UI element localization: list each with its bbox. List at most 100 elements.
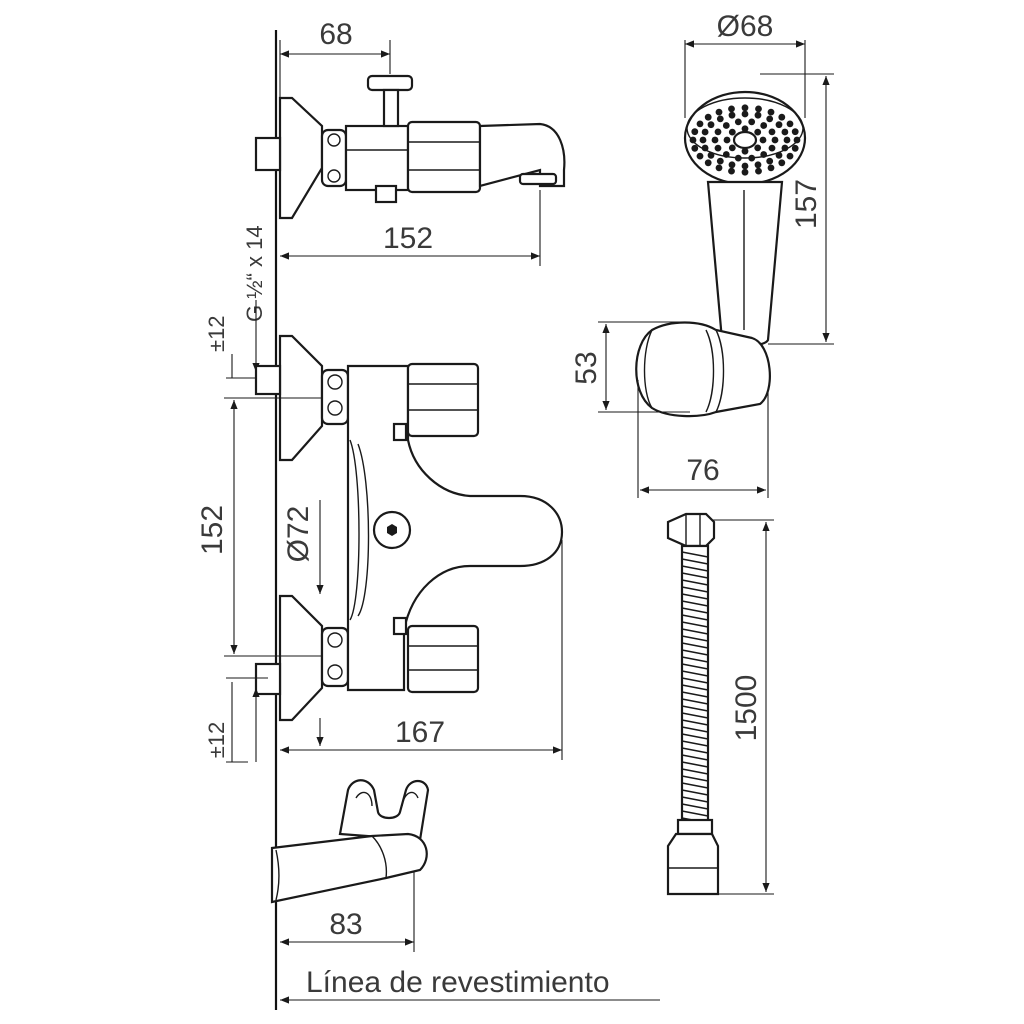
nozzle-hole: [711, 136, 719, 144]
nozzle-hole: [741, 168, 749, 176]
hose-coil: [681, 677, 709, 684]
nozzle-hole: [754, 144, 762, 152]
nozzle-hole: [701, 128, 709, 136]
nozzle-hole: [728, 105, 735, 113]
hose-coil: [681, 579, 709, 586]
nozzle-hole: [760, 122, 768, 129]
nozzle-hole: [734, 154, 742, 162]
wall-line-label: Línea de revestimiento: [306, 966, 610, 999]
nozzle-hole: [755, 167, 762, 175]
hose-coil: [681, 726, 709, 733]
nozzle-hole: [728, 167, 735, 175]
nozzle-hole: [701, 144, 709, 152]
dim-shower-head-diameter: Ø68: [717, 10, 774, 43]
dim-shower-length: 157: [790, 179, 823, 229]
nozzle-hole: [699, 136, 707, 144]
nozzle-hole: [691, 144, 699, 152]
hose-coil: [681, 698, 709, 705]
nozzle-hole: [728, 128, 736, 136]
hose-coil: [681, 600, 709, 607]
hose-coil: [681, 691, 709, 698]
nozzle-hole: [786, 120, 794, 128]
hand-shower: [683, 90, 807, 348]
hose-coil: [681, 768, 709, 775]
nozzle-hole: [775, 151, 783, 159]
nozzle-hole: [696, 152, 704, 160]
nozzle-hole: [778, 159, 786, 167]
nozzle-hole: [722, 122, 730, 129]
hose-coil: [681, 761, 709, 768]
hose-coil: [681, 663, 709, 670]
nozzle-hole: [783, 136, 791, 144]
nozzle-hole: [760, 151, 768, 158]
nozzle-hole: [691, 128, 699, 136]
hose-coil: [681, 810, 709, 817]
nozzle-hole: [722, 151, 730, 158]
nozzle-hole: [786, 152, 794, 160]
nozzle-hole: [781, 144, 789, 152]
hose-coil: [681, 593, 709, 600]
hose-coil: [681, 719, 709, 726]
nozzle-hole: [767, 108, 775, 116]
nozzle-hole: [741, 110, 749, 118]
hose-coil: [681, 782, 709, 789]
dim-spout-top-width: 68: [319, 18, 352, 51]
nozzle-hole: [707, 151, 715, 159]
hose-coil: [681, 649, 709, 656]
dim-spout-length: 152: [383, 222, 433, 255]
hose-coil: [681, 656, 709, 663]
nozzle-hole: [707, 121, 715, 129]
hose-coil: [681, 803, 709, 810]
dim-escutcheon-diameter: Ø72: [282, 506, 315, 563]
hose-coil: [681, 565, 709, 572]
hose-coil: [681, 670, 709, 677]
hose-coil: [681, 705, 709, 712]
hose-coil: [681, 712, 709, 719]
nozzle-hole: [754, 111, 762, 119]
dim-offset-top: ±12: [204, 315, 229, 352]
nozzle-hole: [714, 144, 722, 152]
dim-inlet-spacing: 152: [196, 505, 229, 555]
nozzle-hole: [766, 157, 774, 165]
nozzle-hole: [768, 144, 776, 152]
dim-holder-projection: 83: [329, 908, 362, 941]
hose-coil: [681, 558, 709, 565]
hose-coil: [681, 684, 709, 691]
hose-coil: [681, 551, 709, 558]
wall-bracket: [635, 321, 771, 418]
nozzle-hole: [767, 164, 775, 172]
nozzle-hole: [723, 136, 731, 144]
nozzle-hole: [734, 118, 742, 126]
shower-nozzles: [689, 104, 801, 176]
mixer-top-view: [254, 74, 566, 220]
nozzle-hole: [754, 161, 762, 169]
nozzle-hole: [689, 136, 697, 144]
nozzle-hole: [741, 125, 749, 133]
nozzle-hole: [728, 111, 736, 119]
hose-coil: [681, 607, 709, 614]
nozzle-hole: [748, 118, 756, 126]
nozzle-hole: [728, 161, 736, 169]
nozzle-hole: [715, 108, 723, 116]
hose-coil: [681, 740, 709, 747]
hose-coil: [681, 614, 709, 621]
nozzle-hole: [714, 128, 722, 136]
dim-connection-thread: G ½“ x 14: [242, 225, 267, 322]
nozzle-hole: [741, 104, 749, 112]
nozzle-hole: [778, 113, 786, 121]
shower-holder: [270, 779, 430, 904]
dim-body-projection: 167: [395, 716, 445, 749]
nozzle-hole: [793, 136, 801, 144]
nozzle-hole: [768, 128, 776, 136]
dim-bracket-width: 76: [686, 454, 719, 487]
hose-coil: [681, 747, 709, 754]
hose-coil: [681, 586, 709, 593]
nozzle-hole: [741, 147, 749, 155]
hose-coil: [681, 621, 709, 628]
nozzle-hole: [791, 144, 799, 152]
hose-coil: [681, 775, 709, 782]
hose-coil: [681, 572, 709, 579]
nozzle-hole: [755, 105, 762, 113]
nozzle-hole: [759, 136, 767, 144]
